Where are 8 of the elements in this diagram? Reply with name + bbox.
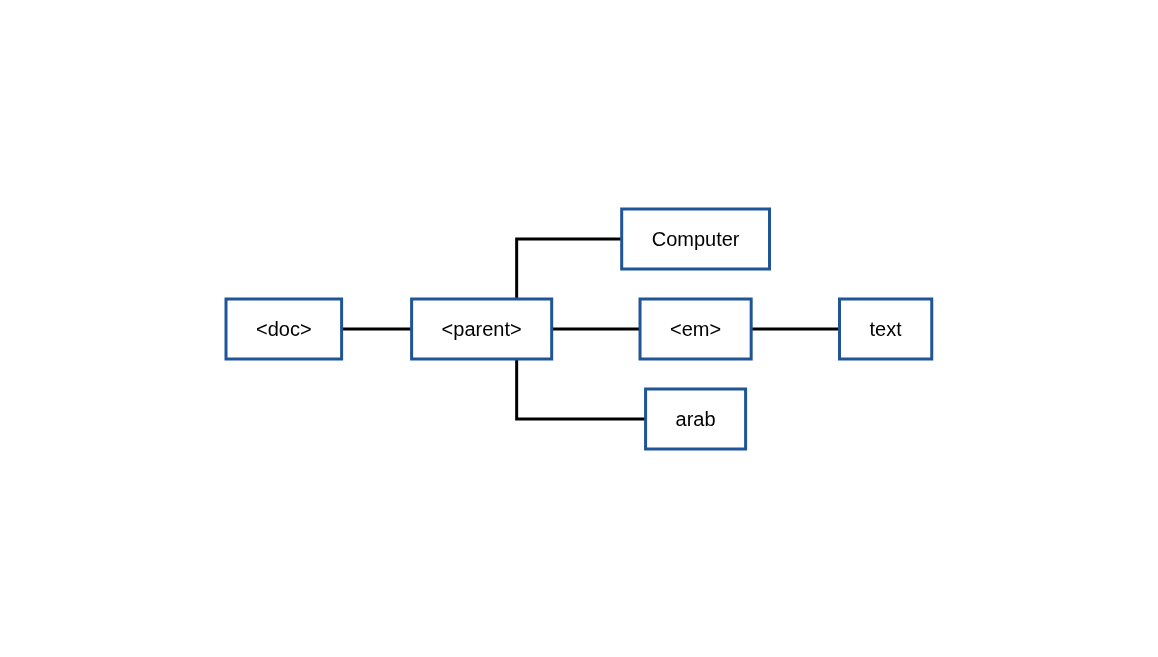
node-box: Computer bbox=[620, 207, 772, 270]
node-box: <doc> bbox=[224, 297, 344, 360]
node-box: text bbox=[838, 297, 934, 360]
connector bbox=[515, 358, 646, 420]
node-box: arab bbox=[644, 387, 748, 450]
node-box: <em> bbox=[638, 297, 753, 360]
node-box: <parent> bbox=[410, 297, 554, 360]
connector bbox=[515, 237, 622, 299]
